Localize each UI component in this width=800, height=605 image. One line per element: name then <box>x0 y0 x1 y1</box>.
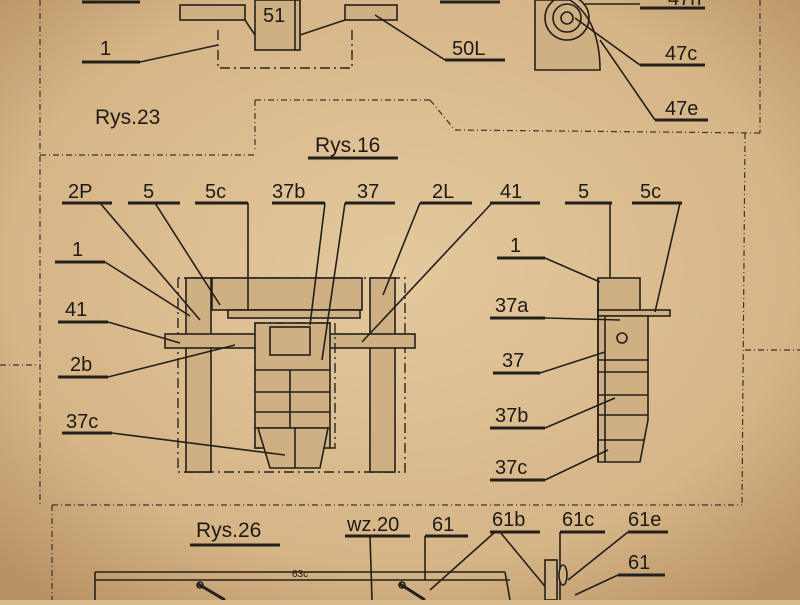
front-label-2L: 2L <box>432 181 454 203</box>
front-post-right <box>369 277 396 473</box>
rys26-post <box>544 559 558 601</box>
front-label-2P: 2P <box>68 181 92 203</box>
front-label-5c: 5c <box>205 181 226 203</box>
top-right-label-47h: 47h <box>668 0 701 10</box>
side-label-1: 1 <box>510 235 521 257</box>
rys23-block-51 <box>254 0 301 51</box>
side-label-5: 5 <box>578 181 589 203</box>
front-top-strip <box>227 309 361 319</box>
rys23-label-50L: 50L <box>452 38 485 60</box>
rys16-front-labels: 2P 5 5c 37b 37 2L 41 1 41 <box>55 181 540 456</box>
front-label-1: 1 <box>72 239 83 261</box>
rys26-label-61-right: 61 <box>628 552 650 574</box>
front-label-41-left: 41 <box>65 299 87 321</box>
front-bottom-37c <box>256 427 329 469</box>
rys23-label-1: 1 <box>100 38 111 60</box>
front-label-41-top: 41 <box>500 181 522 203</box>
side-top-block <box>597 277 641 314</box>
rys16-front-view <box>164 277 416 473</box>
rys26-label-61b: 61b <box>492 509 525 531</box>
rys16-side-labels: 5 5c 1 37a 37 37b 37c <box>490 181 682 482</box>
figure-rys16: Rys.16 2P 5 5c <box>55 134 682 482</box>
rys16-title: Rys.16 <box>315 134 380 157</box>
side-label-37b: 37b <box>495 405 528 427</box>
front-body-37b <box>269 326 311 356</box>
rys23-title: Rys.23 <box>95 106 160 129</box>
rys26-label-63c: 63c <box>292 569 308 580</box>
side-label-37a: 37a <box>495 295 529 317</box>
rys26-label-61-top: 61 <box>432 514 454 536</box>
rys23-label-51: 51 <box>263 5 285 27</box>
figure-rys23: 51 1 50L Rys.23 <box>82 0 505 129</box>
side-label-5c: 5c <box>640 181 661 203</box>
top-right-label-47e: 47e <box>665 98 698 120</box>
side-label-37: 37 <box>502 350 524 372</box>
figure-top-right: 47h 47c 47e <box>534 0 708 122</box>
front-label-37b: 37b <box>272 181 305 203</box>
front-post-left <box>185 277 212 473</box>
front-label-5: 5 <box>143 181 154 203</box>
front-top-plate <box>211 277 363 311</box>
figure-rys26: Rys.26 63c wz.20 61 61b 61c 61e 61 <box>94 509 668 602</box>
rys16-side-view <box>597 277 671 463</box>
front-label-2b: 2b <box>70 354 92 376</box>
top-right-label-47c: 47c <box>665 43 697 65</box>
rys26-label-61e: 61e <box>628 509 661 531</box>
rys23-right-bar <box>344 4 398 21</box>
front-label-37: 37 <box>357 181 379 203</box>
rys23-left-bar <box>179 4 246 21</box>
rys26-label-wz20: wz.20 <box>346 514 399 536</box>
side-label-37c: 37c <box>495 457 527 479</box>
front-label-37c: 37c <box>66 411 98 433</box>
rys26-wheel <box>558 564 568 586</box>
rys26-title: Rys.26 <box>196 519 261 542</box>
rys26-label-61c: 61c <box>562 509 594 531</box>
side-flange-5c <box>597 309 671 317</box>
